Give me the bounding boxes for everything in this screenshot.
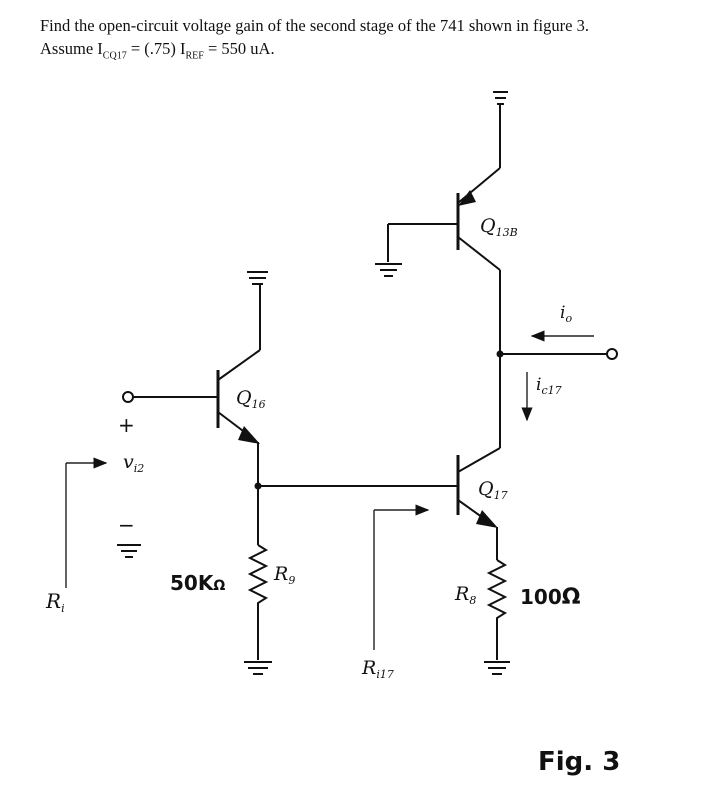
- output-terminal: [606, 348, 618, 360]
- factor-text: = (.75) I: [126, 39, 186, 58]
- ri17-arrow: [373, 504, 430, 650]
- output-node: [496, 348, 618, 360]
- ground-r8: [484, 661, 510, 675]
- label-r9: R9: [273, 563, 295, 587]
- ground-input: [117, 544, 141, 558]
- figure-label: Fig. 3: [538, 747, 620, 777]
- supply-top-q13b: [469, 91, 508, 194]
- icq17-subscript: CQ17: [102, 50, 127, 62]
- label-ri: Ri: [45, 589, 65, 615]
- ground-q13b-base: [375, 263, 402, 277]
- resistor-r9: [247, 544, 269, 660]
- label-r8: R8: [454, 583, 476, 607]
- current-value-text: = 550 uA.: [203, 39, 275, 58]
- transistor-q17: [456, 447, 501, 560]
- problem-statement: Find the open-circuit voltage gain of th…: [40, 14, 700, 67]
- transistor-q13b: [387, 190, 501, 448]
- assume-text: Assume I: [40, 39, 103, 58]
- iref-subscript: REF: [185, 50, 204, 62]
- resistor-r8: [486, 559, 508, 660]
- label-io: io: [560, 303, 572, 325]
- problem-line-2: Assume ICQ17 = (.75) IREF = 550 uA.: [40, 37, 700, 67]
- label-vi2-plus: +: [118, 413, 135, 437]
- label-vi2: vi2: [123, 451, 144, 475]
- q13b-emitter-arrow: [458, 190, 476, 206]
- label-vi2-minus: −: [118, 513, 135, 537]
- label-ri17: Ri17: [361, 657, 394, 681]
- label-ic17: ic17: [536, 375, 562, 397]
- ri-arrow: [65, 457, 108, 588]
- q17-emitter-arrow: [476, 510, 498, 528]
- ground-r9: [244, 661, 272, 675]
- input-terminal: [122, 391, 134, 403]
- label-q16: Q16: [236, 387, 266, 411]
- problem-line-1: Find the open-circuit voltage gain of th…: [40, 16, 589, 35]
- label-q13b: Q13B: [480, 215, 518, 239]
- label-r9-value: 50KΩ: [170, 571, 225, 595]
- label-q17: Q17: [478, 478, 508, 502]
- supply-q16: [247, 271, 268, 350]
- q16-emitter-arrow: [238, 426, 260, 444]
- transistor-q16: [122, 349, 261, 545]
- label-r8-value: 100Ω: [520, 585, 581, 610]
